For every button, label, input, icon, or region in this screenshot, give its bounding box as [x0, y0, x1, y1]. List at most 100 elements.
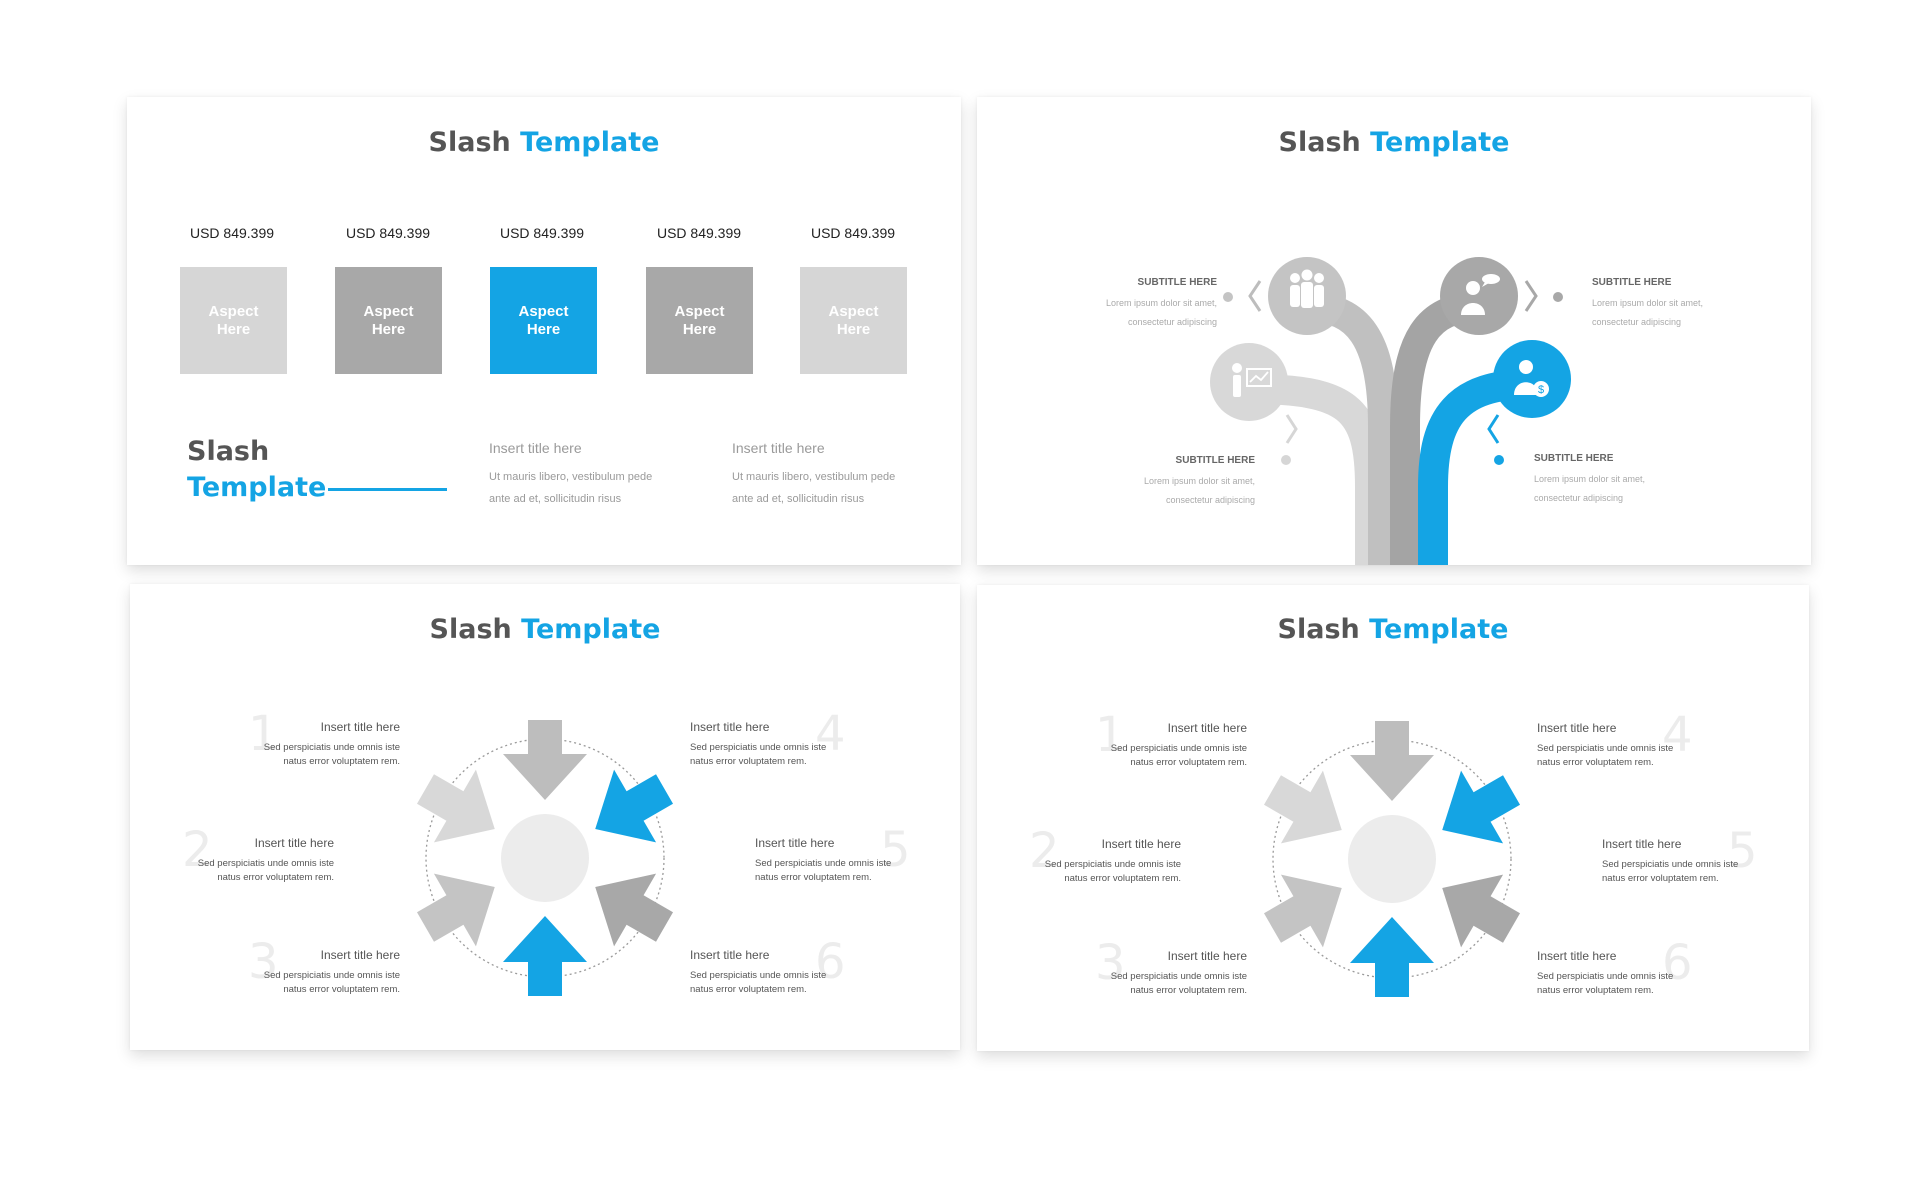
- step-desc: Sed perspiciatis unde omnis iste natus e…: [1537, 970, 1737, 998]
- block-title: Insert title here: [489, 440, 582, 456]
- price-label: USD 849.399: [189, 225, 275, 241]
- slide-title: Slash Template: [977, 614, 1809, 645]
- converging-arrow: [595, 873, 674, 947]
- branch-left: [1306, 292, 1398, 565]
- step-desc: Sed perspiciatis unde omnis iste natus e…: [1602, 858, 1802, 886]
- chevron-right-icon: [1285, 414, 1298, 444]
- block-desc: Ut mauris libero, vestibulum pede ante a…: [489, 466, 689, 510]
- bullet-dot: [1281, 455, 1291, 465]
- title-word-1: Slash: [429, 614, 512, 645]
- title-word-1: Slash: [428, 127, 511, 158]
- desc-line: Sed perspiciatis unde omnis iste: [690, 970, 827, 981]
- step-desc: Sed perspiciatis unde omnis iste natus e…: [690, 969, 890, 997]
- step-number: 1: [248, 706, 279, 762]
- step-desc: Sed perspiciatis unde omnis iste natus e…: [755, 857, 955, 885]
- desc-line: consectetur adipiscing: [1165, 495, 1255, 505]
- step-desc: Sed perspiciatis unde omnis iste natus e…: [1047, 742, 1247, 770]
- step-number: 3: [1095, 935, 1126, 991]
- desc-line: natus error voluptatem rem.: [1602, 873, 1719, 884]
- subtitle-desc: Lorem ipsum dolor sit amet, consectetur …: [1057, 294, 1217, 332]
- slide-cycle-1[interactable]: Slash Template 1 Insert title here Sed p…: [130, 584, 960, 1050]
- desc-line: Lorem ipsum dolor sit amet,: [1105, 298, 1217, 308]
- step-number: 2: [182, 822, 213, 878]
- price-label: USD 849.399: [810, 225, 896, 241]
- desc-line: natus error voluptatem rem.: [217, 872, 334, 883]
- desc-line: Lorem ipsum dolor sit amet,: [1143, 476, 1255, 486]
- desc-line: Sed perspiciatis unde omnis iste: [197, 858, 334, 869]
- step-title: Insert title here: [320, 948, 400, 962]
- desc-line: Sed perspiciatis unde omnis iste: [1537, 743, 1674, 754]
- desc-line: natus error voluptatem rem.: [1537, 985, 1654, 996]
- aspect-label: Aspect Here: [674, 302, 725, 338]
- step-number: 5: [1727, 823, 1758, 879]
- slide-pricing[interactable]: Slash Template USD 849.399 USD 849.399 U…: [127, 97, 961, 565]
- accent-underline: [328, 488, 447, 491]
- block-desc: Ut mauris libero, vestibulum pede ante a…: [732, 466, 932, 510]
- aspect-label: Aspect Here: [518, 302, 569, 338]
- slide-tree[interactable]: Slash Template: [977, 97, 1811, 565]
- step-desc: Sed perspiciatis unde omnis iste natus e…: [1047, 970, 1247, 998]
- speech-person-icon: [1461, 274, 1500, 315]
- title-word-2: Template: [520, 127, 660, 158]
- block-title: Insert title here: [732, 440, 825, 456]
- chevron-left-icon: [1487, 414, 1500, 444]
- chevron-left-icon: [1248, 280, 1262, 312]
- person-dollar-icon: $: [1514, 360, 1549, 397]
- desc-line: consectetur adipiscing: [1592, 317, 1682, 327]
- desc-line: Sed perspiciatis unde omnis iste: [1110, 971, 1247, 982]
- converging-arrow: [503, 916, 587, 996]
- converging-arrow: [1442, 770, 1521, 844]
- speech-circle: [1440, 257, 1518, 335]
- converging-arrow: [503, 720, 587, 800]
- converging-arrow: [416, 769, 495, 843]
- desc-line: Sed perspiciatis unde omnis iste: [1110, 743, 1247, 754]
- step-desc: Sed perspiciatis unde omnis iste natus e…: [134, 857, 334, 885]
- step-number: 5: [880, 822, 911, 878]
- desc-line: natus error voluptatem rem.: [1064, 873, 1181, 884]
- presenter-circle: [1210, 343, 1288, 421]
- title-word-1: Slash: [1278, 127, 1361, 158]
- step-title: Insert title here: [1602, 837, 1682, 851]
- team-icon: [1290, 269, 1324, 308]
- converging-arrow: [1263, 874, 1342, 948]
- subtitle-desc: Lorem ipsum dolor sit amet, consectetur …: [1095, 472, 1255, 510]
- desc-line: Sed perspiciatis unde omnis iste: [690, 742, 827, 753]
- bullet-dot: [1553, 292, 1563, 302]
- subtitle-desc: Lorem ipsum dolor sit amet, consectetur …: [1592, 294, 1752, 332]
- aspect-label: Aspect Here: [208, 302, 259, 338]
- slide-title: Slash Template: [130, 614, 960, 645]
- step-title: Insert title here: [755, 836, 835, 850]
- presenter-chart-icon: [1232, 363, 1272, 397]
- block-desc-line: Ut mauris libero, vestibulum pede: [489, 471, 653, 483]
- aspect-box: Aspect Here: [646, 267, 753, 374]
- center-hub: [501, 814, 589, 902]
- aspect-box: Aspect Here: [180, 267, 287, 374]
- chevron-right-icon: [1524, 280, 1538, 312]
- step-number: 1: [1095, 707, 1126, 763]
- aspect-box: Aspect Here: [335, 267, 442, 374]
- converging-arrow: [1442, 874, 1521, 948]
- block-desc-line: ante ad et, sollicitudin risus: [732, 493, 865, 505]
- step-desc: Sed perspiciatis unde omnis iste natus e…: [1537, 742, 1737, 770]
- big-title-word-1: Slash: [187, 436, 270, 467]
- desc-line: natus error voluptatem rem.: [1130, 985, 1247, 996]
- slide-title: Slash Template: [977, 127, 1811, 158]
- subtitle-label: SUBTITLE HERE: [1175, 455, 1255, 466]
- desc-line: natus error voluptatem rem.: [690, 756, 807, 767]
- step-number: 3: [248, 934, 279, 990]
- step-title: Insert title here: [254, 836, 334, 850]
- price-label: USD 849.399: [656, 225, 742, 241]
- title-word-2: Template: [521, 614, 661, 645]
- title-word-1: Slash: [1277, 614, 1360, 645]
- svg-text:$: $: [1538, 384, 1544, 396]
- step-desc: Sed perspiciatis unde omnis iste natus e…: [200, 741, 400, 769]
- step-number: 4: [815, 706, 846, 762]
- price-label: USD 849.399: [499, 225, 585, 241]
- step-desc: Sed perspiciatis unde omnis iste natus e…: [200, 969, 400, 997]
- step-title: Insert title here: [1101, 837, 1181, 851]
- slide-cycle-2[interactable]: Slash Template 1 Insert title here Sed p…: [977, 585, 1809, 1051]
- step-title: Insert title here: [690, 948, 770, 962]
- price-label: USD 849.399: [345, 225, 431, 241]
- converging-arrow: [1350, 721, 1434, 801]
- big-title: Slash Template: [187, 434, 326, 506]
